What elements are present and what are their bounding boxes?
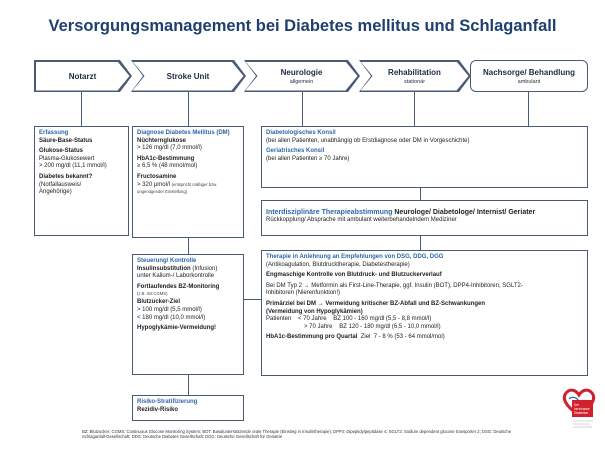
text-value: (Infusion) (190, 265, 218, 272)
footnote: BZ: Blutzucker; CGMS: Continuous Glucose… (82, 429, 512, 440)
text-line: Bei DM Typ 2 → Metformin als First-Line-… (266, 282, 523, 289)
box-heading: Risiko-Stratifizierung (137, 399, 198, 405)
connector-interdisz-therapie (420, 236, 421, 250)
text-line: Patienten < 70 Jahre BZ 100 - 160 mg/dl … (266, 316, 432, 323)
connector-konsil-interdisz (420, 188, 421, 200)
text-line: Rückkopplung/ Absprache mit ambulant wei… (266, 216, 457, 223)
text-line: Nüchternglukose (137, 137, 187, 144)
text-note: (entspricht mäßiger bzw. ungenügender Ei… (137, 181, 218, 195)
interdisziplinaer-box: Interdisziplinäre Therapieabstimmung Neu… (261, 200, 588, 236)
box-heading: Interdisziplinäre Therapieabstimmung (266, 209, 393, 216)
text-line: Inhibitoren (Nierenfunktion!) (266, 290, 341, 297)
connector-steuerung-therapie (244, 299, 261, 300)
text-line: Engmaschige Kontrolle von Blutdruck- und… (266, 272, 442, 279)
text-line: > 70 Jahre BZ 120 - 180 mg/dl (6,5 - 10,… (304, 323, 441, 330)
text-line: (bei allen Patienten, unabhängig ob Erst… (266, 137, 470, 144)
text-line: Plasma-Glukosewert (39, 155, 95, 162)
stage-neurologie: Neurologie allgemein (246, 62, 358, 91)
connector-notarzt (81, 92, 82, 126)
page-title: Versorgungsmanagement bei Diabetes melli… (48, 17, 557, 35)
logo-text: Diabetiker (574, 411, 589, 415)
box-heading: Erfassung (39, 130, 69, 136)
logo-text: herzkranke (574, 407, 590, 411)
text-line: Säure-Base-Status (39, 137, 93, 144)
box-heading: Therapie in Anlehnung an Empfehlungen vo… (266, 254, 444, 260)
stage-label: Stroke Unit (166, 71, 210, 81)
box-heading: Diagnose Diabetes Mellitus (DM) (137, 130, 230, 136)
heart-logo-icon: Der herzkranke Diabetiker (562, 388, 596, 428)
text-line: (bei allen Patienten ≥ 70 Jahre) (266, 155, 350, 162)
notarzt-box: Erfassung Säure-Base-Status Glukose-Stat… (34, 126, 129, 236)
stage-nachsorge: Nachsorge/ Behandlung ambulant (470, 60, 588, 92)
text-line: Glukose-Status (39, 148, 84, 155)
connector-nachsorge (528, 92, 529, 126)
text-note: (z.B. mit CGMS) (137, 291, 168, 297)
text-line: Hypoglykämie-Vermeidung! (137, 325, 217, 332)
text-line: (Notfallausweis/ (39, 181, 82, 188)
connector-neuro (302, 92, 303, 126)
text-line: Insulinsubstitution (Infusion) (137, 266, 239, 274)
therapie-box: Therapie in Anlehnung an Empfehlungen vo… (261, 250, 588, 376)
text-bold: Insulinsubstitution (137, 265, 191, 272)
stage-sublabel: ambulant (517, 78, 541, 85)
stage-rehabilitation: Rehabilitation stationär (361, 62, 469, 91)
text-line: Diabetes bekannt? (39, 173, 93, 180)
text-line: > 200 mg/dl (11,1 mmol/l) (39, 163, 107, 170)
text-bold: Neurologe/ Diabetologe/ Internist/ Geria… (392, 209, 536, 216)
text-value: > 320 µmol/l (137, 181, 170, 188)
risiko-box: Risiko-Stratifizierung Rezidiv-Risiko (132, 395, 244, 421)
stage-stroke-unit: Stroke Unit (133, 62, 244, 91)
text-line: Fortlaufendes BZ-Monitoring (137, 283, 220, 290)
text-line: > 320 µmol/l (entspricht mäßiger bzw. un… (137, 182, 239, 197)
text-line: > 100 mg/dl (5,5 mmol/l) (137, 306, 202, 313)
text-line: Angehörige) (39, 189, 72, 196)
stage-notarzt: Notarzt (36, 62, 130, 91)
text-line: Fructosamine (137, 173, 177, 180)
stage-label: Rehabilitation (388, 67, 441, 77)
herzkranke-diabetiker-logo: Der herzkranke Diabetiker (560, 385, 598, 437)
text-line: Interdisziplinäre Therapieabstimmung Neu… (266, 209, 583, 217)
box-heading: Geriatrisches Konsil (266, 148, 325, 155)
connector-steuerung-risiko (188, 375, 189, 395)
logo-text: Der (574, 403, 580, 407)
text-line: HbA1c-Bestimmung pro Quartal Ziel 7 - 8 … (266, 334, 583, 342)
stroke-diagnose-box: Diagnose Diabetes Mellitus (DM) Nüchtern… (132, 126, 244, 238)
steuerung-box: Steuerung/ Kontrolle Insulinsubstitution… (132, 254, 244, 375)
stage-label: Neurologie (280, 67, 323, 77)
text-line: Primärziel bei DM → Vermeidung kritische… (266, 300, 486, 307)
text-line: Blutzucker-Ziel (137, 299, 181, 306)
text-line: Rezidiv-Risiko (137, 406, 179, 413)
stage-label: Nachsorge/ Behandlung (482, 67, 575, 77)
box-heading: Steuerung/ Kontrolle (137, 258, 197, 264)
box-heading: Diabetologisches Konsil (266, 130, 336, 136)
connector-reha (414, 92, 415, 126)
text-line: ≥ 6,5 % (48 mmol/mol) (137, 163, 198, 170)
text-line: < 180 mg/dl (10,0 mmol/l) (137, 314, 206, 321)
connector-stroke-steuerung (188, 238, 189, 254)
connector-stroke (188, 92, 189, 126)
text-bold: HbA1c-Bestimmung pro Quartal (266, 334, 358, 341)
text-value: Ziel 7 - 8 % (53 - 64 mmol/mol) (357, 334, 445, 341)
text-line: > 126 mg/dl (7,0 mmol/l) (137, 145, 202, 152)
stage-label: Notarzt (68, 71, 97, 81)
stage-sublabel: allgemein (289, 78, 314, 85)
stage-sublabel: stationär (403, 78, 426, 85)
text-line: HbA1c-Bestimmung (137, 155, 195, 162)
text-line: (Antikoagulation, Blutdrucktherapie, Dia… (266, 261, 410, 268)
text-line: (Vermeidung von Hypoglykämien) (266, 308, 363, 315)
text-line: unter Kalium-/ Laborkontrolle (137, 273, 215, 280)
konsil-box: Diabetologisches Konsil (bei allen Patie… (261, 126, 588, 188)
